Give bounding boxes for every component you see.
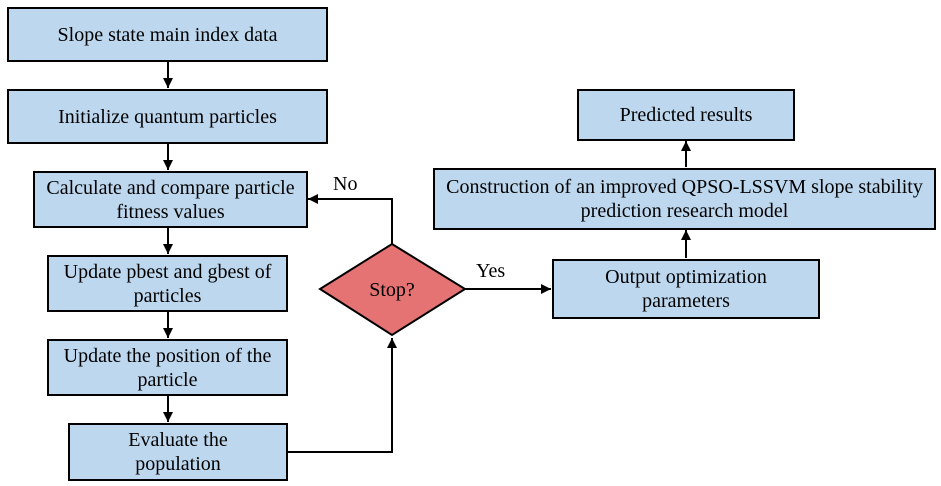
evaluate-text: Evaluate the population bbox=[128, 429, 228, 475]
evaluate-box: Evaluate the population bbox=[68, 423, 288, 481]
update-position-text: Update the position of the particle bbox=[63, 344, 272, 391]
arrow-evaluate-to-stop bbox=[288, 338, 397, 453]
yes-label: Yes bbox=[476, 260, 506, 282]
calc-fitness-text: Calculate and compare particle fitness v… bbox=[46, 176, 295, 223]
update-best-text: Update pbest and gbest of particles bbox=[63, 260, 272, 307]
predicted-results-text: Predicted results bbox=[619, 104, 753, 126]
stop-decision-diamond bbox=[318, 242, 467, 337]
no-label: No bbox=[333, 173, 358, 195]
init-particles-text: Initialize quantum particles bbox=[58, 105, 277, 128]
init-particles-box: Initialize quantum particles bbox=[7, 89, 328, 144]
calc-fitness-box: Calculate and compare particle fitness v… bbox=[33, 171, 308, 228]
arrow-stop-no-to-calc bbox=[308, 194, 393, 244]
update-best-box: Update pbest and gbest of particles bbox=[47, 255, 288, 312]
slope-data-box: Slope state main index data bbox=[7, 7, 328, 62]
update-position-box: Update the position of the particle bbox=[47, 339, 288, 396]
output-params-box: Output optimization parameters bbox=[552, 259, 820, 319]
stop-decision-text: Stop? bbox=[369, 279, 415, 301]
predicted-results-box: Predicted results bbox=[577, 89, 795, 141]
output-params-text: Output optimization parameters bbox=[605, 266, 767, 312]
construct-model-text: Construction of an improved QPSO-LSSVM s… bbox=[446, 176, 923, 222]
slope-data-text: Slope state main index data bbox=[57, 23, 278, 46]
construct-model-box: Construction of an improved QPSO-LSSVM s… bbox=[433, 168, 936, 230]
